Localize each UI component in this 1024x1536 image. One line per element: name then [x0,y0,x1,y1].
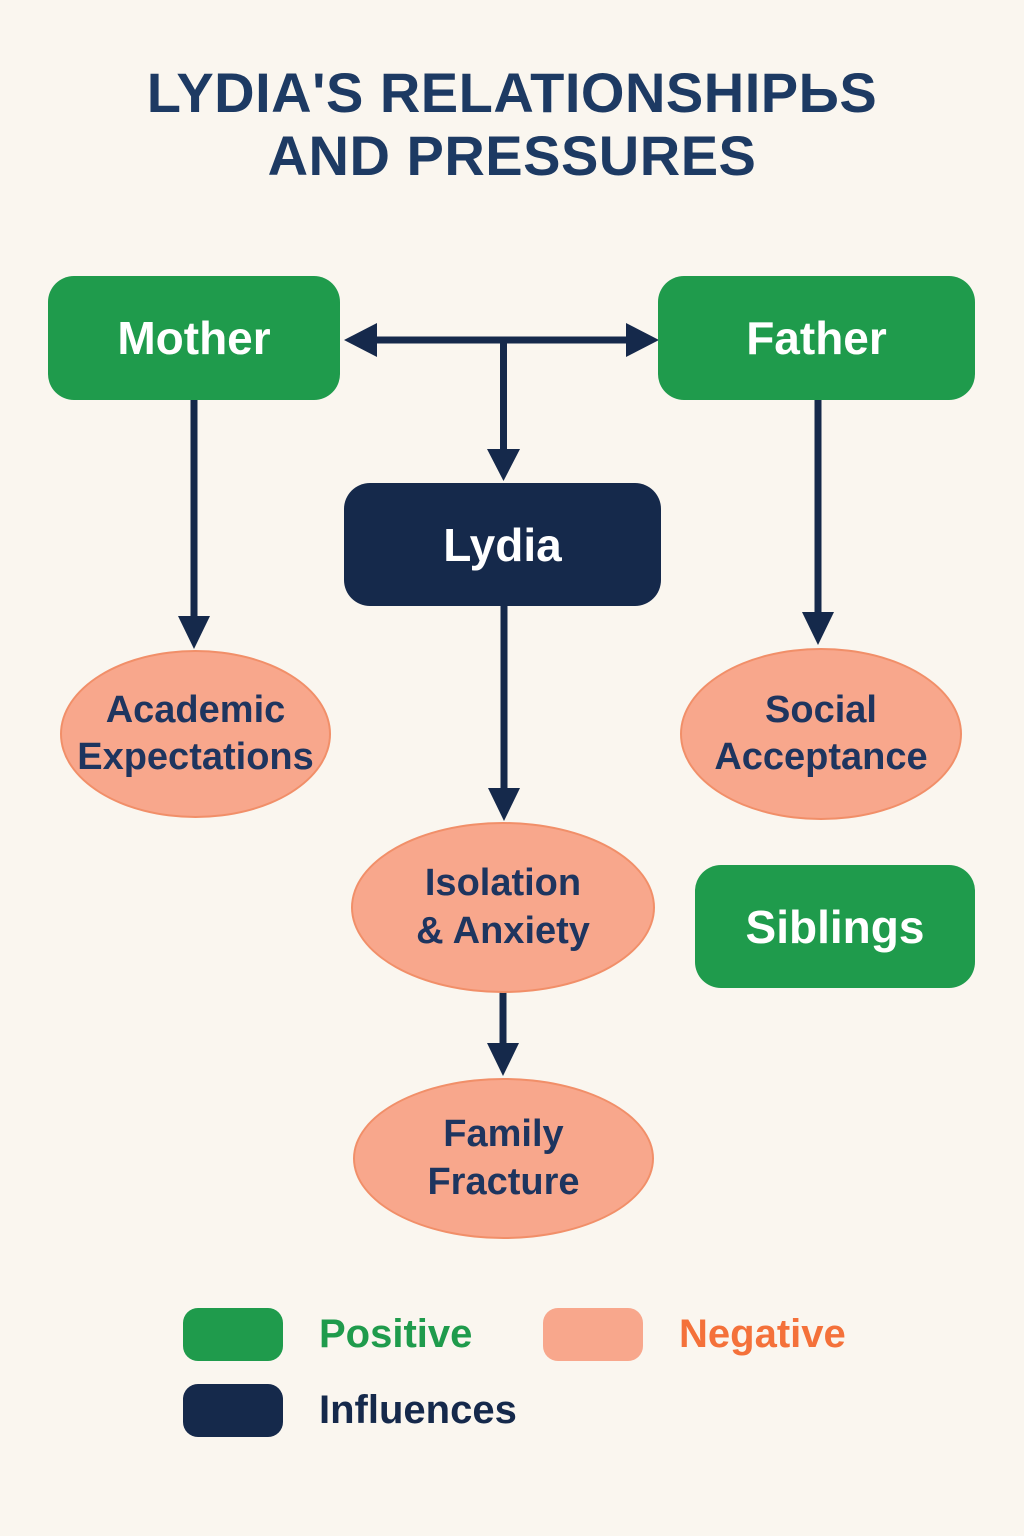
positive-swatch [183,1308,283,1361]
legend-item-positive: Positive [183,1308,472,1361]
node-social-line-1: Social [765,688,877,731]
node-isolation-line-2: & Anxiety [416,909,590,952]
node-father: Father [658,276,975,400]
node-fracture-line-2: Fracture [427,1160,580,1203]
legend-item-influences: Influences [183,1384,517,1437]
node-siblings: Siblings [695,865,975,988]
node-isolation-anxiety: Isolation & Anxiety [351,822,655,993]
influences-swatch [183,1384,283,1437]
arrow-father-to-social [802,400,834,645]
arrow-isolation-to-fracture [487,992,519,1076]
arrow-lydia-to-isolation [488,606,520,821]
node-fracture-line-1: Family [443,1113,564,1155]
node-mother-label: Mother [117,312,271,364]
legend-label-influences: Influences [319,1388,517,1432]
legend: Positive Negative Influences [183,1308,903,1478]
node-siblings-label: Siblings [745,900,925,953]
node-isolation-line-1: Isolation [424,862,582,904]
legend-label-positive: Positive [319,1312,473,1356]
legend-label-negative: Negative [679,1312,846,1356]
arrow-mother-to-academic [178,400,210,649]
arrow-parents-to-lydia [487,340,520,481]
title-line-1: LYDIA'S RELATIONSHIPЬS [146,61,878,124]
node-family-fracture: Family Fracture [353,1078,654,1239]
node-academic-expectations: Academic Expectations [60,650,331,818]
node-academic-line-2: Expectations [77,736,314,778]
node-social-line-2: Acceptance [714,736,928,778]
page-title: LYDIA'S RELATIONSHIPЬS AND PRESSURES [0,61,1024,187]
node-social-acceptance: Social Acceptance [680,648,962,820]
negative-swatch [543,1308,643,1361]
legend-item-negative: Negative [543,1308,846,1361]
arrow-mother-father [344,323,659,357]
node-father-label: Father [746,312,887,364]
node-lydia: Lydia [344,483,661,606]
title-line-2: AND PRESSURES [267,123,757,187]
node-lydia-label: Lydia [443,518,562,571]
node-academic-line-1: Academic [105,688,286,731]
node-mother: Mother [48,276,340,400]
